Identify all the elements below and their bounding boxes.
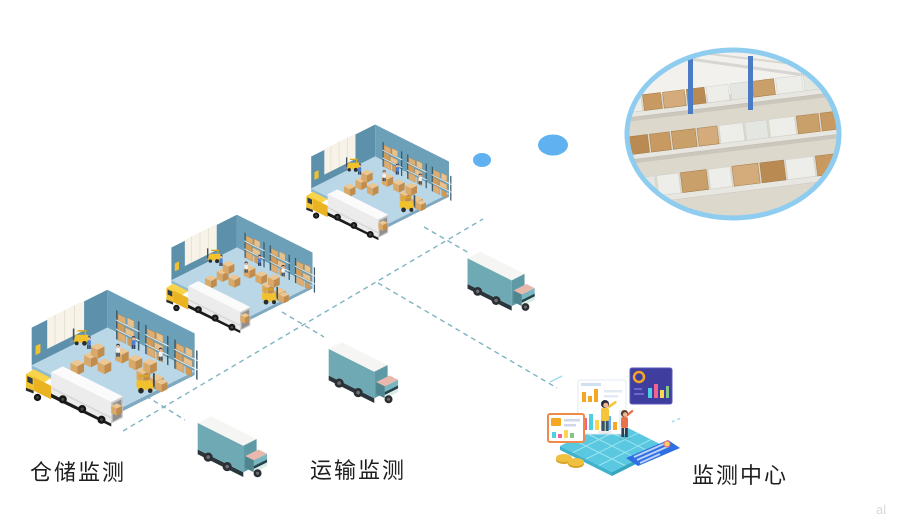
- coins: [556, 454, 584, 468]
- wall-screen: [629, 367, 673, 405]
- monitoring-center-illustration: [547, 367, 682, 476]
- main-route-line: [122, 218, 484, 432]
- warehouse1-truck-line: [145, 395, 186, 421]
- report-panel: [547, 413, 585, 443]
- bubble-dot-small: [473, 153, 491, 167]
- warehouse2-truck-line: [281, 311, 325, 338]
- branch-to-center-line: [377, 282, 558, 389]
- analyst-person-2: [618, 409, 634, 440]
- warehouse-illustration-2: [166, 215, 315, 333]
- label-warehouse-monitoring: 仓储监测: [30, 460, 127, 485]
- warehouse-illustration-1: [26, 290, 198, 427]
- label-transport-monitoring: 运输监测: [310, 458, 407, 483]
- analyst-person-1: [598, 400, 617, 434]
- warehouse-shelves-photo: [624, 47, 842, 221]
- label-monitoring-center: 监测中心: [692, 463, 789, 488]
- transport-truck-3: [467, 251, 535, 311]
- watermark-text: al: [876, 502, 887, 517]
- warehouse-illustration-3: [306, 125, 451, 241]
- tablet: [626, 440, 680, 466]
- warehouse3-truck-line: [423, 226, 470, 254]
- connector-lines: [122, 218, 558, 432]
- transport-truck-2: [328, 342, 399, 404]
- transport-truck-1: [197, 416, 268, 478]
- dashboard-screen: [577, 379, 627, 435]
- bubble-dot-large: [538, 134, 568, 156]
